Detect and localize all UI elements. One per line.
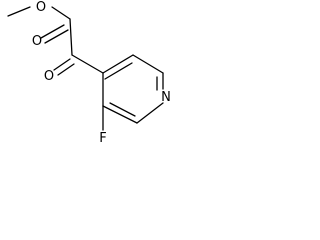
- chemical-structure: O O O N F: [0, 0, 196, 155]
- ester-carbonyl-double-bond-a: [44, 29, 69, 44]
- keto-ring-bond: [71, 54, 104, 74]
- molecule-drawing: O O O N F: [7, 0, 171, 146]
- ring-bond-c2-c3-inner: [109, 102, 136, 117]
- ring-bond-c4-c5: [102, 54, 134, 74]
- fluorine-label: F: [99, 131, 106, 146]
- methyl-o-bond: [7, 6, 31, 17]
- ring-bond-c4-c5-inner: [104, 62, 133, 80]
- keto-carbonyl-double-bond-a: [53, 58, 71, 71]
- o-ester-carbon-bond: [51, 6, 71, 20]
- ring-bond-n-c2: [136, 102, 164, 124]
- keto-carbonyl-double-bond-b: [57, 63, 75, 76]
- methoxy-oxygen-label: O: [36, 0, 46, 15]
- ring-bond-c2-c3: [102, 105, 138, 124]
- keto-carbonyl-oxygen-label: O: [44, 69, 54, 84]
- bond-lines: [7, 6, 164, 131]
- ring-nitrogen-label: N: [161, 90, 171, 105]
- ester-carbonyl-oxygen-label: O: [32, 34, 42, 49]
- ester-carbonyl-double-bond-b: [40, 24, 65, 39]
- ester-keto-carbon-bond: [69, 18, 73, 56]
- ring-bond-c5-c6: [132, 54, 164, 74]
